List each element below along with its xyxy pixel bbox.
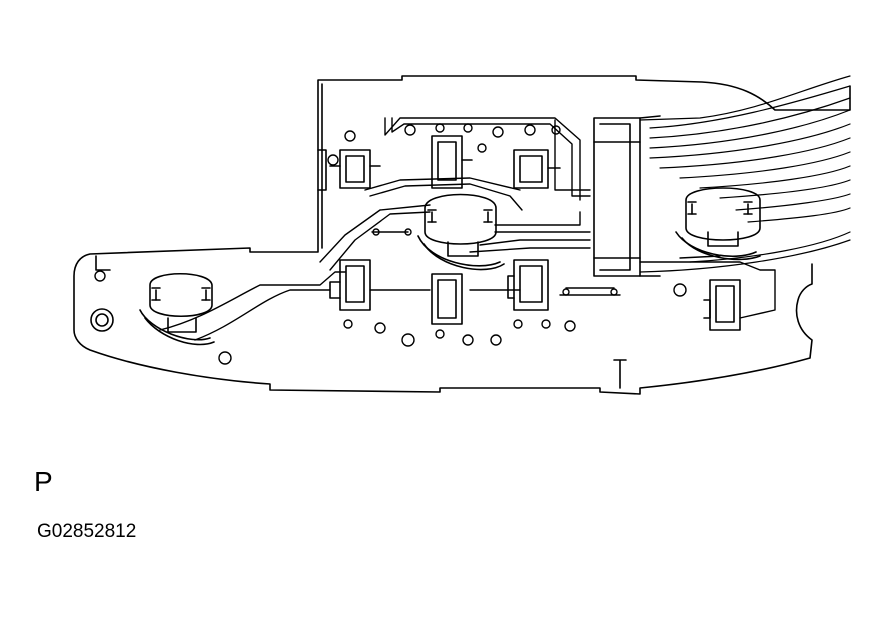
switch-pad — [431, 273, 463, 325]
bulb-socket — [139, 272, 215, 346]
ribbon-cable — [639, 75, 851, 273]
board-inner-edge — [317, 83, 327, 249]
via-holes — [94, 123, 687, 365]
mounting-hole — [90, 308, 114, 332]
board-bottom-notch — [613, 359, 627, 389]
switch-pad — [703, 279, 741, 331]
switch-pad — [329, 259, 371, 311]
ribbon-connector — [593, 115, 661, 277]
board-outline — [73, 75, 851, 395]
board-edge-tab — [95, 255, 111, 271]
switch-pad — [329, 149, 381, 189]
switch-pad — [431, 135, 473, 189]
circuit-traces — [159, 117, 776, 341]
switch-pad — [513, 149, 561, 189]
figure-code: G02852812 — [37, 521, 137, 542]
switch-pad — [507, 259, 549, 311]
view-label: P — [34, 466, 53, 497]
bulb-socket — [675, 187, 761, 261]
bulb-socket — [417, 193, 505, 271]
